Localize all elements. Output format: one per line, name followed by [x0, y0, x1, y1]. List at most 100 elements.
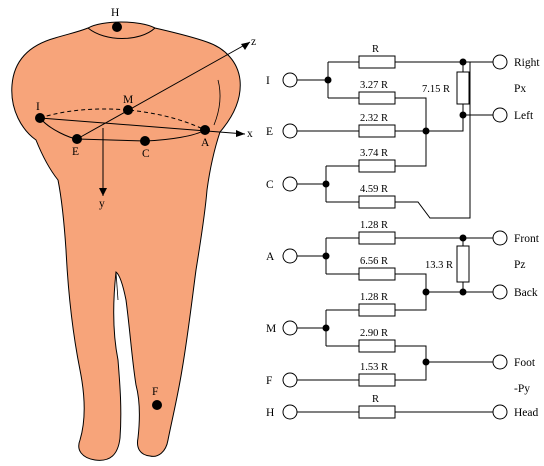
output-label-front: Front — [514, 233, 540, 245]
shoulder-crease — [213, 79, 221, 126]
output-terminal-right — [492, 54, 508, 70]
resistor-m-1.28r — [358, 303, 396, 317]
input-label-e: E — [266, 126, 273, 138]
wire-6.56r-out — [395, 273, 427, 292]
resistor-c-4.59r — [358, 195, 396, 209]
output-label-back: Back — [514, 287, 538, 299]
wire-3.74r-out — [395, 131, 427, 167]
input-label-m: M — [266, 323, 276, 335]
y-axis-arrowhead — [99, 188, 107, 196]
wire-4.59r-out — [395, 62, 471, 219]
output-terminal-front — [492, 230, 508, 246]
input-label-f: F — [266, 375, 272, 387]
label-i: I — [36, 101, 40, 113]
electrode-f — [152, 400, 162, 410]
input-terminal-m — [282, 320, 298, 336]
junction-dot — [459, 288, 467, 296]
wire-3.27r-out — [395, 97, 427, 131]
resistor-value-label: 6.56 R — [360, 256, 388, 267]
resistor-value-label: R — [372, 394, 379, 405]
resistor-value-label-pz: 13.3 R — [425, 260, 453, 271]
body-silhouette — [11, 21, 241, 461]
axis-label-x: x — [247, 128, 253, 140]
axis-label-y: y — [99, 198, 105, 210]
output-terminal-back — [492, 284, 508, 300]
output-label-pz: Pz — [514, 259, 526, 271]
resistor-c-3.74r — [358, 159, 396, 173]
wire-left-node — [426, 115, 464, 132]
junction-dot — [322, 324, 330, 332]
resistor-value-label: R — [372, 44, 379, 55]
output-label-px: Px — [514, 83, 526, 95]
resistor-value-label: 3.27 R — [360, 80, 388, 91]
wire-m-1.28r-out — [395, 292, 427, 311]
junction-dot — [459, 58, 467, 66]
resistor-h-r — [358, 405, 396, 419]
input-terminal-i — [282, 72, 298, 88]
output-label-foot: Foot — [514, 357, 536, 369]
electrode-a — [200, 125, 210, 135]
input-label-c: C — [266, 179, 274, 191]
output-terminal-left — [492, 107, 508, 123]
x-axis-line — [39, 117, 246, 135]
resistor-value-label: 2.90 R — [360, 328, 388, 339]
resistor-m-2.90r — [358, 339, 396, 353]
resistor-a-6.56r — [358, 267, 396, 281]
output-label-right: Right — [514, 57, 540, 69]
junction-dot — [422, 288, 430, 296]
wire-f-out — [395, 362, 427, 381]
junction-dots — [322, 58, 467, 366]
resistor-f-1.53r — [358, 373, 396, 387]
input-terminal-a — [282, 248, 298, 264]
resistor-px-7.15r — [456, 71, 470, 105]
label-a: A — [201, 137, 210, 149]
resistor-value-label: 1.28 R — [360, 220, 388, 231]
output-terminal-head — [492, 404, 508, 420]
resistor-value-label-px: 7.15 R — [422, 84, 450, 95]
x-axis-arrowhead — [236, 130, 245, 137]
output-label-left: Left — [514, 110, 534, 122]
resistor-e-2.32r — [358, 124, 396, 138]
input-terminal-e — [282, 123, 298, 139]
resistor-value-label: 3.74 R — [360, 148, 388, 159]
junction-dot — [422, 127, 430, 135]
input-terminal-c — [282, 176, 298, 192]
resistor-value-label: 2.32 R — [360, 113, 388, 124]
neckline — [87, 27, 156, 39]
resistor-i-3.27r — [358, 91, 396, 105]
electrode-c — [140, 136, 150, 146]
z-axis-arrowhead — [241, 42, 250, 50]
electrode-h — [112, 22, 122, 32]
electrode-e — [72, 134, 82, 144]
junction-dot — [459, 111, 467, 119]
junction-dot — [459, 234, 467, 242]
label-e: E — [72, 146, 79, 158]
input-terminal-f — [282, 372, 298, 388]
label-m: M — [123, 94, 133, 106]
input-label-i: I — [266, 75, 270, 87]
resistor-i-r — [358, 55, 396, 69]
output-terminal-foot — [492, 354, 508, 370]
leg-separation-line — [115, 271, 119, 301]
resistor-value-label: 4.59 R — [360, 184, 388, 195]
electrode-i — [35, 113, 45, 123]
wire-2.90r-out — [395, 345, 427, 362]
electrode-m — [123, 105, 133, 115]
resistor-value-label: 1.53 R — [360, 362, 388, 373]
junction-dot — [422, 358, 430, 366]
resistor-network — [282, 54, 508, 420]
junction-dot — [322, 180, 330, 188]
label-h: H — [111, 7, 119, 19]
resistor-a-1.28r — [358, 231, 396, 245]
input-label-a: A — [266, 251, 275, 263]
label-f: F — [152, 386, 158, 398]
junction-dot — [324, 76, 332, 84]
resistor-value-label: 1.28 R — [360, 292, 388, 303]
torso-front-ellipse — [39, 117, 206, 142]
human-body-figure: H I M E C A F z x y — [11, 7, 256, 461]
output-label-head: Head — [514, 407, 539, 419]
axis-label-z: z — [251, 36, 256, 48]
output-label-py: -Py — [514, 383, 530, 395]
